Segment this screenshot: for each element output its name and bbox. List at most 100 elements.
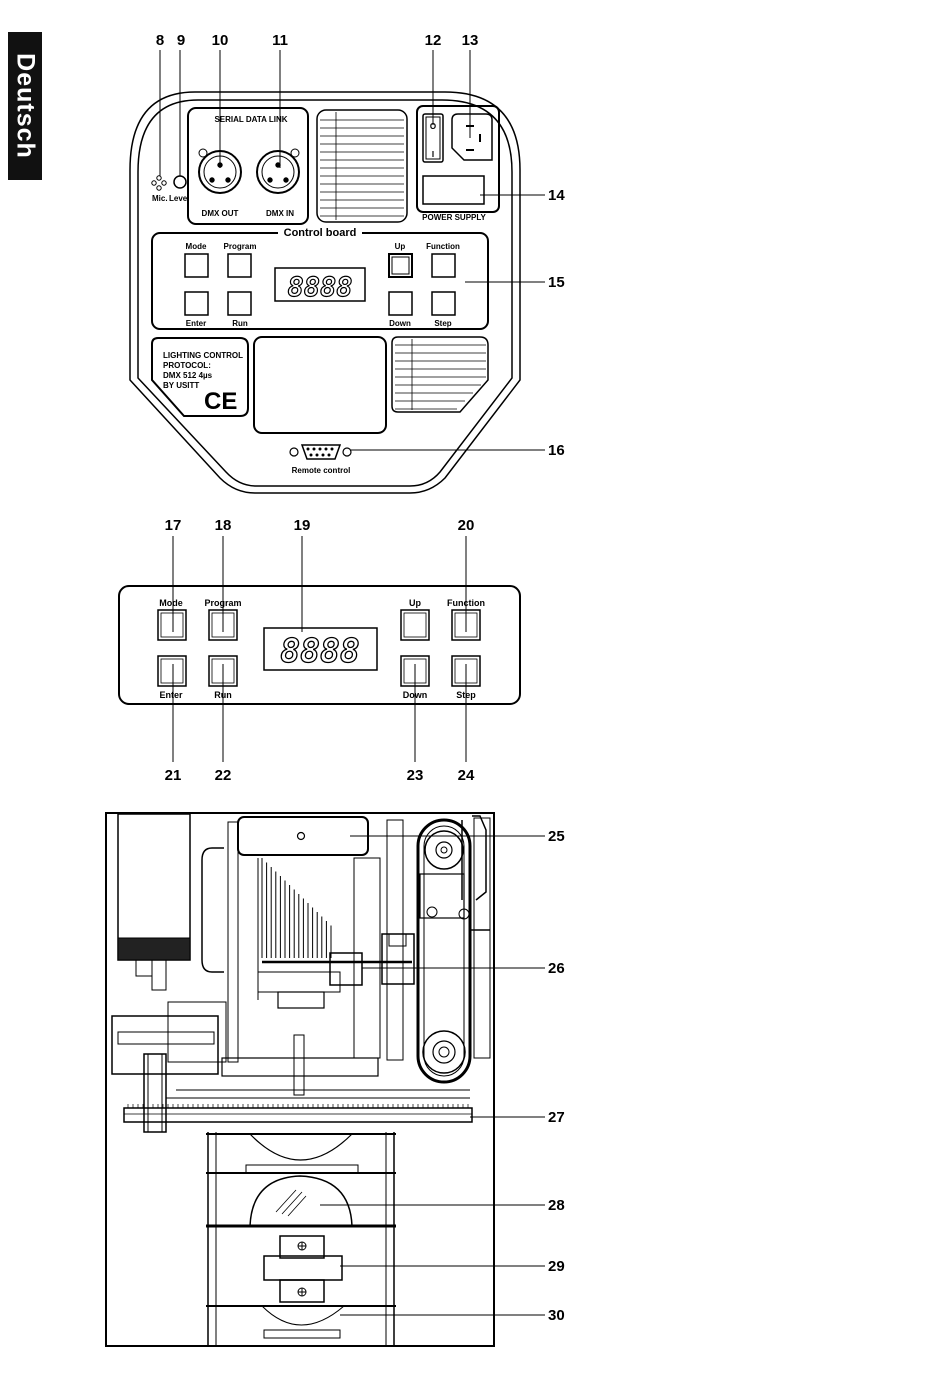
carriage-screw <box>297 1287 307 1297</box>
fuse-holder[interactable] <box>422 175 485 205</box>
mic-icon <box>151 175 167 191</box>
belt-housing[interactable] <box>416 818 472 1084</box>
up-label-small: Up <box>395 242 406 251</box>
center-spindle-block[interactable] <box>329 952 363 986</box>
protocol-line-4: BY USITT <box>163 381 199 390</box>
display-digits-small: 8888 <box>287 272 352 303</box>
upper-pulley[interactable] <box>424 830 464 870</box>
lower-lens <box>261 1305 345 1326</box>
gobo-wheel[interactable] <box>123 1107 473 1123</box>
lens-carriage-slider[interactable] <box>279 1235 325 1259</box>
upper-lens-holder <box>245 1164 359 1174</box>
db9-pin <box>330 447 334 451</box>
callout-27: 27 <box>548 1109 565 1126</box>
vertical-plate <box>227 821 239 1063</box>
run-button-small[interactable] <box>227 291 252 316</box>
db9-pin <box>321 453 325 457</box>
upper-bracket[interactable] <box>237 816 369 856</box>
dmx-out-pin <box>209 177 215 183</box>
right-rail <box>473 817 491 1059</box>
power-supply-label: POWER SUPPLY <box>422 213 486 222</box>
power-socket[interactable] <box>451 113 493 161</box>
control-board-title: Control board <box>284 227 357 239</box>
lower-pulley-axle <box>438 1046 450 1058</box>
up-button-small-inner <box>391 256 410 275</box>
main-lens[interactable] <box>249 1175 353 1227</box>
comb-gobo-strip <box>257 858 332 1000</box>
db9-pin <box>312 447 316 451</box>
callout-18: 18 <box>215 517 232 534</box>
dmx-in-pin <box>283 177 289 183</box>
rear-panel-labels: SERIAL DATA LINK DMX OUT DMX IN Mic. Lev… <box>152 115 487 475</box>
callout-26: 26 <box>548 960 565 977</box>
mode-button-inner <box>160 612 184 638</box>
program-button-small[interactable] <box>227 253 252 278</box>
mode-button[interactable] <box>157 609 187 641</box>
lens-carriage-block[interactable] <box>263 1255 343 1281</box>
carriage-screw <box>297 1241 307 1251</box>
dmx-in-connector[interactable] <box>256 150 300 194</box>
step-label: Step <box>456 690 476 700</box>
lens-carriage-foot <box>279 1279 325 1303</box>
db9-pin <box>309 453 313 457</box>
internal-callouts: 25 26 27 28 29 30 <box>548 828 565 1324</box>
switch-off-label: O <box>430 122 436 131</box>
mode-label: Mode <box>159 598 183 608</box>
belt-motor <box>419 873 465 919</box>
internal-view <box>105 812 545 1347</box>
lower-pulley[interactable] <box>422 1030 466 1074</box>
mode-button-small[interactable] <box>184 253 209 278</box>
callout-11: 11 <box>272 32 288 49</box>
lower-vent <box>391 336 489 413</box>
db9-pin <box>324 447 328 451</box>
top-vent-slats <box>320 112 404 220</box>
ce-mark: CE <box>204 388 237 415</box>
callout-15: 15 <box>548 274 565 291</box>
remote-screw-left <box>289 447 299 457</box>
led-display-digits: 8888 <box>280 631 359 670</box>
callout-28: 28 <box>548 1197 565 1214</box>
up-label: Up <box>409 598 421 608</box>
display-small <box>274 267 366 302</box>
focus-motor-body[interactable] <box>143 1053 167 1133</box>
language-tab: Deutsch <box>8 32 42 180</box>
enter-button-small[interactable] <box>184 291 209 316</box>
control-board-title-bg <box>278 225 362 239</box>
down-button-small[interactable] <box>388 291 413 316</box>
spindle-holder-top <box>388 933 407 947</box>
callout-lines-internal <box>320 835 545 1316</box>
db9-pin <box>315 453 319 457</box>
up-button[interactable] <box>400 609 430 641</box>
callout-24: 24 <box>458 767 475 784</box>
enter-label-small: Enter <box>186 319 206 328</box>
rear-panel-outline-outer <box>129 91 521 494</box>
control-panel-frame <box>118 585 521 705</box>
mode-label-small: Mode <box>186 242 207 251</box>
function-button-small[interactable] <box>431 253 456 278</box>
enter-button[interactable] <box>157 655 187 687</box>
step-button-small[interactable] <box>431 291 456 316</box>
right-cable <box>461 815 490 931</box>
callout-22: 22 <box>215 767 232 784</box>
dmx-in-pin <box>267 177 273 183</box>
remote-connector-pins <box>306 447 334 457</box>
remote-control-connector[interactable] <box>300 444 342 460</box>
thin-column <box>386 819 404 1061</box>
led-display <box>263 627 378 671</box>
level-label: Level <box>169 194 189 203</box>
callout-23: 23 <box>407 767 424 784</box>
rear-panel-callouts: 8 9 10 11 12 13 14 15 16 <box>156 32 566 459</box>
dmx-in-latch <box>290 148 300 158</box>
level-knob[interactable] <box>173 175 187 189</box>
dmx-out-latch <box>198 148 208 158</box>
callout-lines-top <box>159 50 545 451</box>
rear-panel <box>129 50 545 494</box>
protocol-info-box <box>151 337 249 417</box>
side-motor-box[interactable] <box>111 1015 219 1075</box>
up-button-small[interactable] <box>388 253 413 278</box>
function-label: Function <box>447 598 485 608</box>
callout-10: 10 <box>212 32 229 49</box>
side-rounded-housing <box>201 847 224 973</box>
callout-25: 25 <box>548 828 565 845</box>
enter-label: Enter <box>159 690 183 700</box>
